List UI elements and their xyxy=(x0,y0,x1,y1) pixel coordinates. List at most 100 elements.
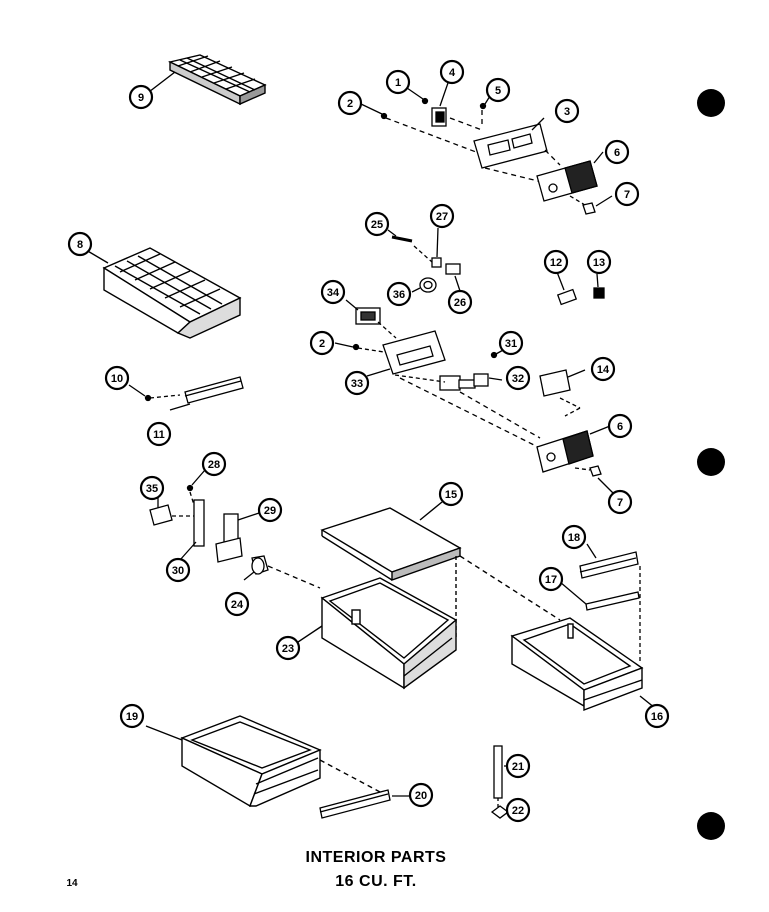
part-lower-control-assembly xyxy=(334,227,615,495)
callout-23: 23 xyxy=(275,635,301,661)
callout-number: 30 xyxy=(172,565,184,577)
callout-5: 5 xyxy=(485,77,511,103)
callout-13: 13 xyxy=(586,249,612,275)
callout-circle xyxy=(224,591,250,617)
callout-circle xyxy=(257,497,283,523)
callout-number: 17 xyxy=(545,574,557,586)
callout-circle xyxy=(439,59,465,85)
callout-number: 24 xyxy=(231,599,244,611)
page-number: 14 xyxy=(66,878,78,889)
callout-circle xyxy=(385,69,411,95)
callout-number: 6 xyxy=(614,147,620,159)
callout-34: 34 xyxy=(320,279,346,305)
callout-circle xyxy=(543,249,569,275)
callout-circle xyxy=(146,421,172,447)
callout-circle xyxy=(438,481,464,507)
part-crisper-frame xyxy=(291,577,458,690)
callout-8: 8 xyxy=(67,231,93,257)
diagram-title-line1: INTERIOR PARTS xyxy=(306,849,447,866)
part-glass-shelf xyxy=(320,501,561,640)
callout-number: 18 xyxy=(568,532,580,544)
part-drawer-rail xyxy=(319,789,410,819)
callout-circle xyxy=(604,139,630,165)
callout-21: 21 xyxy=(505,753,531,779)
callout-number: 22 xyxy=(512,805,524,817)
callout-6: 6 xyxy=(604,139,630,165)
callout-number: 11 xyxy=(153,429,165,441)
callout-circle xyxy=(505,365,531,391)
callout-29: 29 xyxy=(257,497,283,523)
callout-number: 2 xyxy=(319,338,325,350)
callout-number: 36 xyxy=(393,289,405,301)
callout-number: 23 xyxy=(282,643,294,655)
callout-circle xyxy=(119,703,145,729)
callout-number: 15 xyxy=(445,489,457,501)
callout-number: 28 xyxy=(208,459,220,471)
callout-circle xyxy=(607,413,633,439)
callout-7: 7 xyxy=(607,489,633,515)
callout-circle xyxy=(165,557,191,583)
callout-33: 33 xyxy=(344,370,370,396)
part-rails-right xyxy=(559,543,641,664)
diagram-title-line2: 16 CU. FT. xyxy=(335,873,416,890)
callout-circle xyxy=(538,566,564,592)
callout-16: 16 xyxy=(644,703,670,729)
binder-holes xyxy=(697,89,725,840)
callout-circle xyxy=(201,451,227,477)
callout-circle xyxy=(447,289,473,315)
callout-number: 21 xyxy=(512,761,524,773)
callout-circle xyxy=(309,330,335,356)
part-upper-control-assembly xyxy=(360,79,613,215)
callout-number: 7 xyxy=(617,497,623,509)
callout-circle xyxy=(644,703,670,729)
callout-15: 15 xyxy=(438,481,464,507)
callout-number: 19 xyxy=(126,711,138,723)
callout-circle xyxy=(344,370,370,396)
callout-number: 8 xyxy=(77,239,83,251)
callout-1: 1 xyxy=(385,69,411,95)
callout-circle xyxy=(128,84,154,110)
callout-number: 20 xyxy=(415,790,427,802)
callout-2: 2 xyxy=(309,330,335,356)
callout-18: 18 xyxy=(561,524,587,550)
callout-number: 5 xyxy=(495,85,501,97)
callout-number: 26 xyxy=(454,297,466,309)
callout-circle xyxy=(614,181,640,207)
callout-12: 12 xyxy=(543,249,569,275)
callout-number: 7 xyxy=(624,189,630,201)
callout-circle xyxy=(498,330,524,356)
callout-circle xyxy=(67,231,93,257)
part-freezer-shelf xyxy=(85,247,242,339)
callout-number: 6 xyxy=(617,421,623,433)
callout-circle xyxy=(320,279,346,305)
callout-3: 3 xyxy=(554,98,580,124)
callout-10: 10 xyxy=(104,365,130,391)
callout-circle xyxy=(561,524,587,550)
callout-22: 22 xyxy=(505,797,531,823)
callout-6: 6 xyxy=(607,413,633,439)
callout-number: 16 xyxy=(651,711,663,723)
callout-circle xyxy=(386,281,412,307)
callout-35: 35 xyxy=(139,475,165,501)
callout-number: 12 xyxy=(550,257,562,269)
callout-2: 2 xyxy=(337,90,363,116)
callout-number: 1 xyxy=(395,77,401,89)
callout-number: 13 xyxy=(593,257,605,269)
part-crisper-drawer-right xyxy=(510,617,661,713)
callout-36: 36 xyxy=(386,281,412,307)
part-hinge-bracket xyxy=(149,469,321,589)
callout-32: 32 xyxy=(505,365,531,391)
callout-number: 25 xyxy=(371,219,383,231)
part-rail-left xyxy=(128,376,244,411)
callout-number: 33 xyxy=(351,378,363,390)
callout-20: 20 xyxy=(408,782,434,808)
callout-circle xyxy=(104,365,130,391)
callout-4: 4 xyxy=(439,59,465,85)
callout-31: 31 xyxy=(498,330,524,356)
callout-24: 24 xyxy=(224,591,250,617)
callout-circle xyxy=(429,203,455,229)
callout-30: 30 xyxy=(165,557,191,583)
